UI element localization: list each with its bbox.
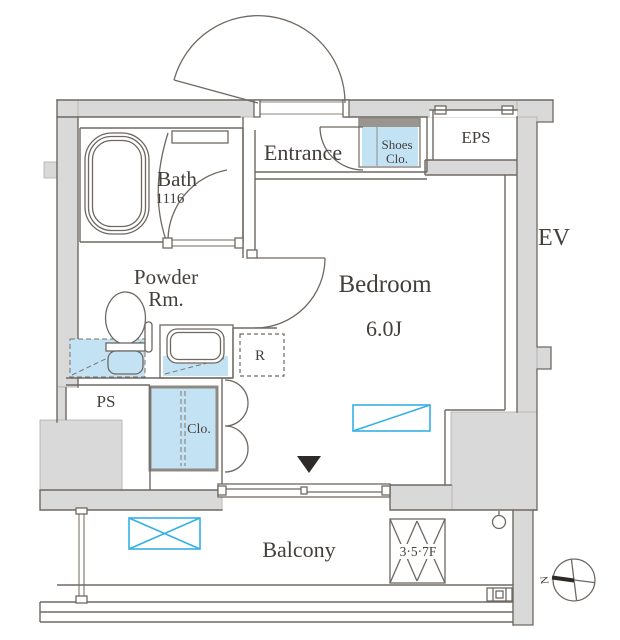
- window-lock: [300, 486, 308, 495]
- bath-door-jamb-right: [234, 237, 244, 249]
- entrance-step: [255, 171, 427, 180]
- drain-icon: [491, 514, 507, 530]
- escape-hatch-label-bg: [393, 544, 442, 559]
- escape-hatch-label: 3·5·7F: [400, 544, 437, 559]
- bathtub-inner-1: [87, 135, 147, 232]
- entrance-jamb-right: [342, 99, 350, 118]
- balcony-railing: [39, 584, 513, 623]
- refrigerator-label: R: [255, 348, 265, 364]
- eps-south-wall: [424, 159, 517, 176]
- wall-bottom-right: [389, 484, 453, 511]
- bath-door-swing: [157, 132, 228, 241]
- bath-shelf: [171, 130, 229, 144]
- wall-outlines: [39, 99, 554, 626]
- bath-room-border: [79, 127, 244, 243]
- entrance-threshold: [258, 101, 345, 115]
- refrigerator-space: [239, 333, 285, 377]
- balcony-label: Balcony: [262, 537, 335, 562]
- rail-drain-box-inner: [495, 590, 504, 599]
- powder-door-hinge: [246, 249, 258, 259]
- wall-bottom-left: [39, 489, 223, 511]
- walls: [39, 99, 554, 626]
- ps-room-border: [65, 386, 151, 490]
- shoes-closet-area: [362, 127, 418, 166]
- closet-area: [148, 385, 219, 472]
- window-end-left: [217, 485, 227, 496]
- bedroom-label: Bedroom: [338, 271, 432, 298]
- wall-left-protrusion: [43, 161, 58, 179]
- compass-icon: N: [539, 558, 596, 602]
- wall-top-left: [56, 99, 259, 118]
- pipe-space-label: PS: [97, 392, 116, 411]
- closet-pole: [180, 391, 186, 466]
- bath-threshold: [163, 239, 243, 247]
- wall-se-block: [450, 411, 538, 511]
- entrance-label: Entrance: [264, 140, 342, 165]
- powder-door-swing: [254, 257, 326, 329]
- compass-north-label: N: [539, 575, 552, 584]
- shoes-closet-top-bar: [359, 118, 420, 127]
- fixtures: [75, 130, 513, 604]
- window-end-right: [381, 485, 391, 496]
- rail-drain-box: [486, 587, 513, 602]
- eps-west-wall: [426, 110, 434, 172]
- wall-ev-bump: [536, 346, 552, 370]
- outline-bottom-left-band: [39, 489, 223, 511]
- sink-icon: [166, 328, 225, 364]
- wall-balcony-right: [512, 509, 534, 626]
- shoes-closet-frame: [358, 117, 421, 168]
- shoes-door-swing: [319, 126, 364, 171]
- bath-label: Bath: [157, 167, 197, 191]
- bedroom-furniture-diagonal: [352, 404, 431, 432]
- toilet-lid: [105, 342, 146, 352]
- bedroom-east-border: [444, 175, 506, 485]
- wall-ev-shaft: [516, 116, 538, 416]
- bathtub-icon: [84, 132, 150, 235]
- eps-top-gap: [430, 110, 517, 117]
- rail-drain-box-lines: [492, 588, 507, 601]
- toilet-handle: [144, 321, 153, 353]
- escape-hatch-icon: [389, 518, 446, 584]
- balcony-washer-cross: [128, 517, 201, 550]
- wall-eps-bottom: [424, 159, 518, 176]
- eps-label: EPS: [461, 128, 490, 147]
- doors: [157, 14, 364, 473]
- outline-top-inner: [56, 109, 518, 118]
- divider-cap-top: [75, 507, 88, 515]
- compass-needle: [551, 575, 575, 583]
- wall-left-thin: [56, 386, 67, 423]
- window-panels: [224, 488, 384, 493]
- shoes-closet-label-line1: Shoes: [381, 137, 412, 152]
- bathtub-inner-2: [91, 139, 143, 228]
- powder-room-label-line2: Rm.: [148, 287, 184, 311]
- bath-size-label: 1116: [156, 191, 185, 207]
- outline-right: [513, 100, 554, 626]
- toilet-tank-icon: [104, 291, 147, 345]
- elevator-label: EV: [538, 225, 571, 251]
- divider-cap-bottom: [75, 595, 88, 604]
- furniture: [128, 404, 431, 550]
- powder-east-wall: [242, 117, 256, 258]
- closet-double-doors: [224, 379, 249, 473]
- entry-marker-icon: [297, 456, 321, 473]
- balcony-window: [217, 483, 391, 498]
- entrance-jamb-left: [253, 99, 261, 118]
- balcony-washer-box: [128, 517, 201, 550]
- vanity-counter: [159, 324, 234, 379]
- compass-circle: [552, 558, 596, 602]
- bedroom-furniture-box: [352, 404, 431, 432]
- wall-ps-block: [39, 419, 123, 498]
- powder-room-label-line1: Powder: [134, 265, 198, 289]
- shoes-closet-label-line2: Clo.: [386, 151, 408, 166]
- sink-inner: [169, 331, 222, 361]
- labels: Bath 1116 Powder Rm. Entrance Shoes Clo.…: [97, 128, 571, 562]
- toilet-bowl-icon: [107, 350, 144, 375]
- closet-label: Clo.: [187, 422, 211, 437]
- balcony-divider: [78, 512, 85, 598]
- entrance-door-swing: [173, 14, 346, 104]
- bedroom-size-label: 6.0J: [366, 316, 403, 341]
- powder-south-wall: [66, 377, 233, 386]
- bath-door-jamb-left: [162, 237, 173, 249]
